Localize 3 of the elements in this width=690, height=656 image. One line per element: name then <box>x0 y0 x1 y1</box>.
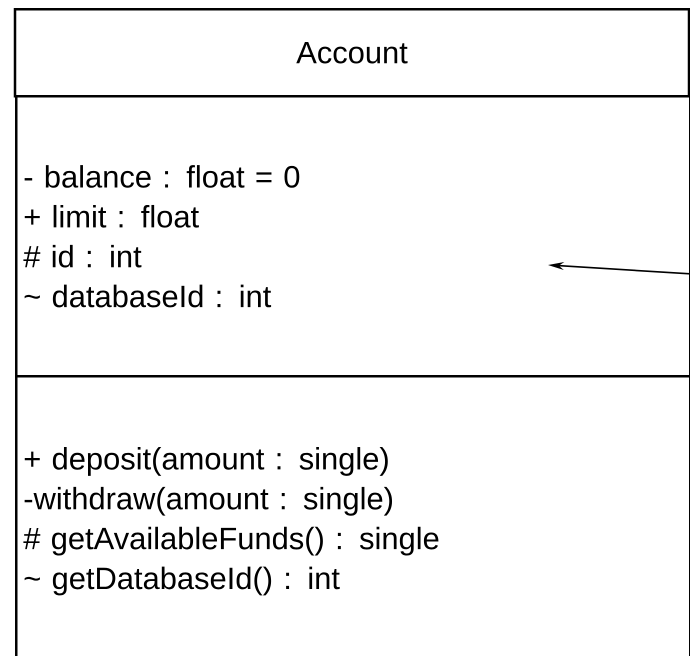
class-name-compartment: Account <box>14 8 690 98</box>
attribute-compartment: - balance : float = 0 + limit : float # id : int ~ databaseId : int <box>15 94 690 378</box>
operation-compartment: + deposit(amount : single) -withdraw(amount : single) # getAvailableFunds() : single ~ getDatabaseId() : int <box>15 374 690 656</box>
